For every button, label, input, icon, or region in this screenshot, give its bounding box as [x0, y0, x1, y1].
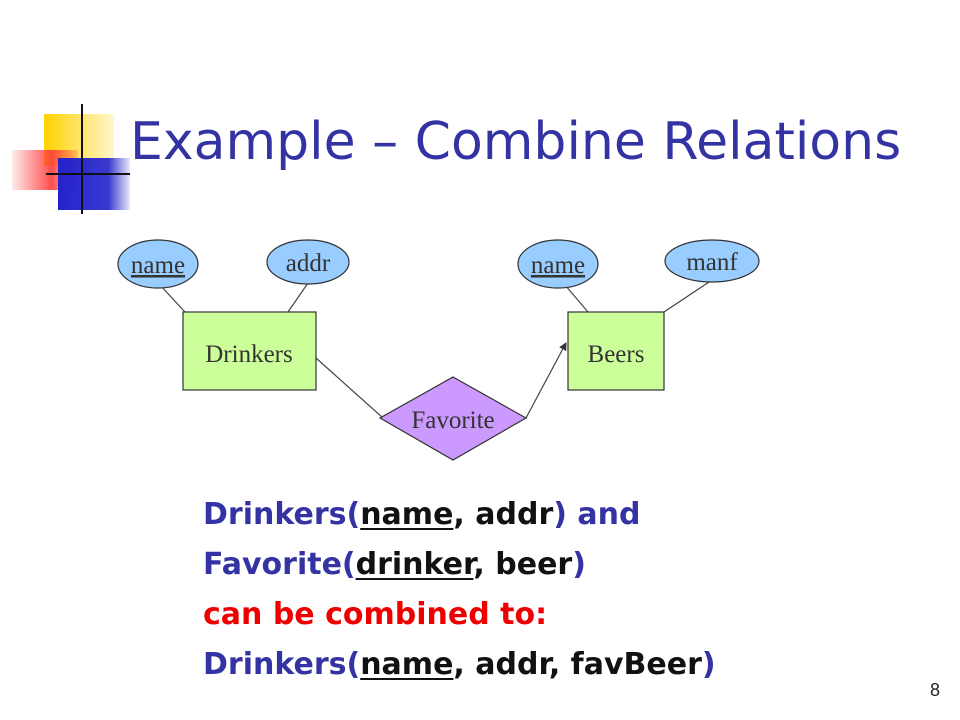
connector-beers-manf — [663, 279, 713, 313]
combine-note: can be combined to: — [203, 597, 548, 632]
corner-decoration — [12, 104, 130, 214]
attribute-beers-name: name — [517, 239, 599, 289]
entity-beers: Beers — [567, 311, 665, 391]
relationship-label: Favorite — [411, 407, 494, 434]
relation-schemas: Drinkers(name, addr) and Favorite(drinke… — [203, 490, 716, 690]
connector-drinkers-favorite — [315, 357, 384, 419]
deco-blue-square — [58, 158, 130, 210]
schema-line-combined: Drinkers(name, addr, favBeer) — [203, 647, 716, 682]
relationship-favorite: Favorite — [378, 376, 528, 461]
slide-title: Example – Combine Relations — [130, 112, 902, 172]
key-attribute: drinker — [355, 547, 474, 582]
connector-beers-name — [564, 284, 589, 313]
er-diagram: name addr name manf Drinkers Beers Favor… — [117, 239, 760, 461]
attribute-drinkers-name: name — [117, 239, 199, 289]
attribute-beers-manf: manf — [664, 239, 760, 283]
key-attribute: name — [360, 647, 454, 682]
entity-label: Drinkers — [205, 341, 292, 368]
connector-drinkers-name — [159, 284, 186, 313]
attribute-label: addr — [286, 250, 331, 277]
schema-line-drinkers: Drinkers(name, addr) and — [203, 497, 641, 532]
connector-favorite-beers-arrow — [525, 342, 567, 419]
attribute-label: manf — [686, 249, 738, 276]
page-number: 8 — [929, 680, 940, 700]
connector-drinkers-addr — [287, 282, 309, 313]
schema-line-favorite: Favorite(drinker, beer) — [203, 547, 586, 582]
attribute-label: name — [531, 252, 585, 279]
key-attribute: name — [360, 497, 454, 532]
entity-drinkers: Drinkers — [182, 311, 317, 391]
entity-label: Beers — [588, 341, 645, 368]
attribute-drinkers-addr: addr — [266, 239, 350, 285]
attribute-label: name — [131, 252, 185, 279]
